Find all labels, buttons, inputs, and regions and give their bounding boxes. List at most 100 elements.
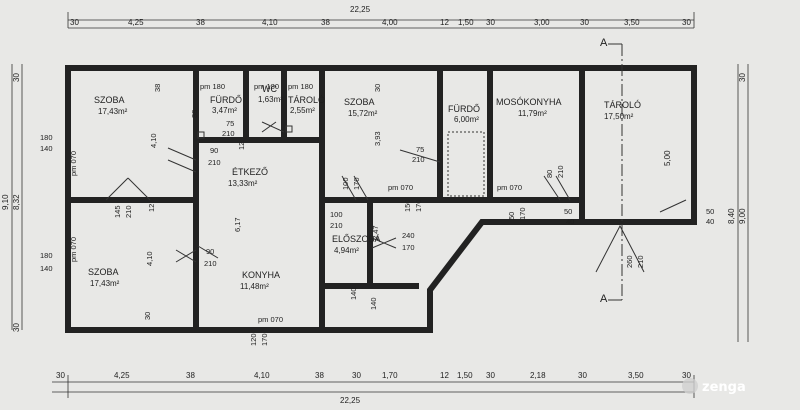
opening-label-51: pm 070 [69, 151, 78, 176]
opening-label-19: 170 [402, 243, 415, 252]
opening-label-29: 210 [412, 155, 425, 164]
opening-label-46: 30 [143, 312, 152, 320]
section-line: A A [600, 37, 623, 305]
room-name-3: TÁROLÓ [288, 95, 325, 105]
room-area-0: 17,43m² [98, 107, 128, 116]
top-dim-4: 38 [321, 18, 330, 27]
room-area-4: 15,72m² [348, 109, 378, 118]
opening-label-20: 150 [403, 199, 412, 212]
zenga-logo-icon [682, 378, 698, 394]
opening-label-12: 90 [210, 146, 218, 155]
bottom-dim-9: 30 [486, 371, 495, 380]
top-dim-3: 4,10 [262, 18, 278, 27]
top-dimension-chain: 22,25 30 4,25 38 4,10 38 4,00 12 1,50 30… [67, 5, 695, 29]
top-total-dim: 22,25 [350, 5, 371, 14]
opening-label-24: 50 [564, 207, 572, 216]
top-dim-1: 4,25 [128, 18, 144, 27]
opening-label-7: 140 [40, 144, 53, 153]
opening-label-14: 90 [206, 247, 214, 256]
bottom-dim-4: 38 [315, 371, 324, 380]
opening-label-49: 140 [349, 287, 358, 300]
opening-label-38: 3,93 [373, 131, 382, 146]
opening-label-40: 4,10 [145, 251, 154, 266]
opening-label-25: 40 [566, 217, 574, 226]
room-name-10: KONYHA [242, 270, 280, 280]
top-dim-9: 3,00 [534, 18, 550, 27]
opening-label-52: pm 070 [69, 237, 78, 262]
opening-label-3: pm 070 [388, 183, 413, 192]
opening-label-37: 6,17 [233, 217, 242, 232]
opening-label-18: 240 [402, 231, 415, 240]
opening-label-47: 120 [249, 333, 258, 346]
opening-label-8: 180 [40, 251, 53, 260]
opening-label-4: pm 070 [497, 183, 522, 192]
top-dim-11: 3,50 [624, 18, 640, 27]
opening-label-54: 40 [706, 217, 714, 226]
watermark: zenga [682, 378, 746, 395]
opening-label-33: 210 [124, 205, 133, 218]
top-dim-0: 30 [70, 18, 79, 27]
top-dim-8: 30 [486, 18, 495, 27]
room-name-8: ÉTKEZŐ [232, 167, 268, 177]
room-name-5: FÜRDŐ [448, 104, 480, 114]
left-dim-0: 9,10 [1, 194, 10, 210]
left-dim-1: 8,32 [12, 194, 21, 210]
bottom-dim-12: 3,50 [628, 371, 644, 380]
room-area-5: 6,00m² [454, 115, 479, 124]
opening-label-45: 30 [373, 84, 382, 92]
opening-label-13: 210 [208, 158, 221, 167]
top-dim-5: 4,00 [382, 18, 398, 27]
room-area-3: 2,55m² [290, 106, 315, 115]
door-swings [105, 121, 687, 273]
bottom-dim-3: 4,10 [254, 371, 270, 380]
opening-label-2: pm 180 [288, 82, 313, 91]
bottom-dim-6: 1,70 [382, 371, 398, 380]
bottom-dim-13: 30 [682, 371, 691, 380]
top-dim-7: 1,50 [458, 18, 474, 27]
opening-labels: pm 180 pm 180 pm 180 pm 070 pm 070 pm 07… [40, 82, 714, 346]
bottom-dim-7: 12 [440, 371, 449, 380]
opening-label-34: 100 [341, 177, 350, 190]
bottom-dim-11: 30 [578, 371, 587, 380]
opening-label-53: 50 [706, 207, 714, 216]
opening-label-50: 140 [369, 297, 378, 310]
opening-label-5: pm 070 [258, 315, 283, 324]
opening-label-48: 170 [260, 333, 269, 346]
right-dim-0: 8,40 [727, 208, 736, 224]
top-dim-12: 30 [682, 18, 691, 27]
opening-label-44: 12 [147, 204, 156, 212]
opening-label-27: 210 [556, 165, 565, 178]
bottom-dim-5: 30 [352, 371, 361, 380]
walls [65, 65, 697, 333]
opening-label-41: 38 [153, 84, 162, 92]
room-area-11: 4,94m² [334, 246, 359, 255]
room-area-10: 11,48m² [240, 282, 269, 291]
opening-label-42: 38 [190, 110, 199, 118]
opening-label-1: pm 180 [254, 82, 279, 91]
room-area-6: 11,79m² [518, 109, 547, 118]
opening-label-11: 210 [222, 129, 235, 138]
room-name-7: TÁROLÓ [604, 100, 641, 110]
left-dim-3: 30 [12, 323, 21, 332]
right-dim-1: 9,00 [738, 208, 747, 224]
opening-label-39: 2,47 [371, 225, 380, 240]
section-label-bottom: A [600, 293, 608, 305]
room-area-9: 17,43m² [90, 279, 120, 288]
opening-label-6: 180 [40, 133, 53, 142]
opening-label-30: 260 [625, 255, 634, 268]
room-area-1: 3,47m² [212, 106, 237, 115]
opening-label-35: 170 [352, 177, 361, 190]
right-dim-2: 5,00 [663, 150, 672, 166]
bottom-dim-10: 2,18 [530, 371, 546, 380]
bottom-total-dim: 22,25 [340, 396, 361, 405]
top-dim-6: 12 [440, 18, 449, 27]
room-area-2: 1,63m² [258, 95, 283, 104]
watermark-text: zenga [702, 380, 746, 395]
opening-label-31: 210 [636, 255, 645, 268]
bottom-dim-0: 30 [56, 371, 65, 380]
opening-label-36: 4,10 [149, 133, 158, 148]
room-name-2: WC [262, 84, 277, 94]
room-name-1: FÜRDŐ [210, 95, 242, 105]
opening-label-10: 75 [226, 119, 234, 128]
